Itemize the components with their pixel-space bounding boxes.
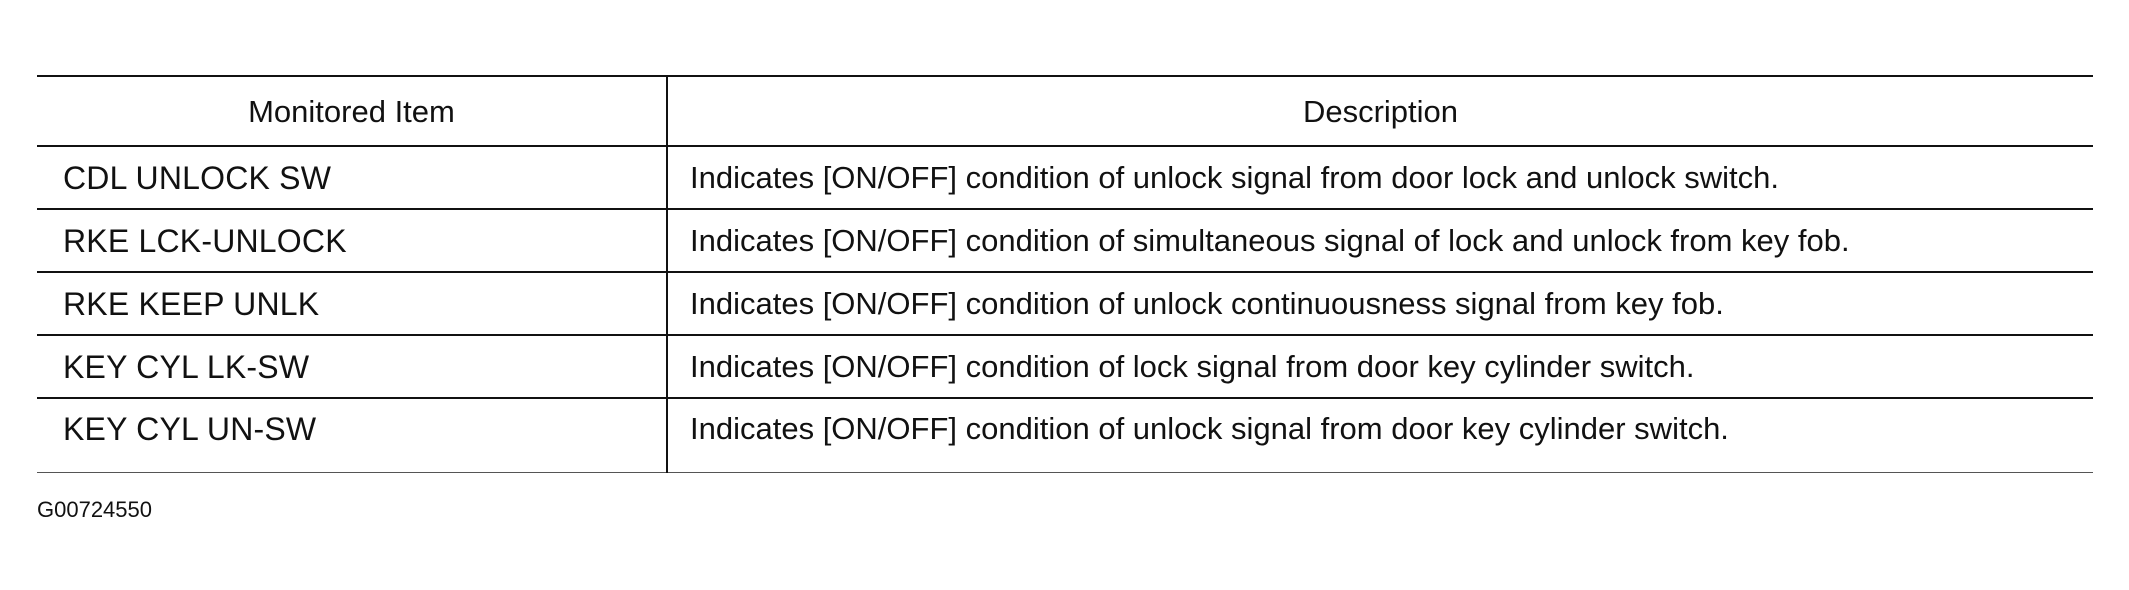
monitored-item-cell: RKE LCK-UNLOCK (37, 209, 668, 273)
monitored-item-cell: KEY CYL UN-SW (37, 398, 668, 473)
description-cell: Indicates [ON/OFF] condition of unlock c… (667, 272, 2093, 336)
table-row: CDL UNLOCK SW Indicates [ON/OFF] conditi… (37, 146, 2093, 210)
description-cell: Indicates [ON/OFF] condition of simultan… (667, 209, 2093, 273)
description-cell: Indicates [ON/OFF] condition of lock sig… (667, 335, 2093, 399)
table-row: KEY CYL LK-SW Indicates [ON/OFF] conditi… (37, 335, 2093, 399)
description-cell: Indicates [ON/OFF] condition of unlock s… (667, 398, 2093, 473)
table-row: KEY CYL UN-SW Indicates [ON/OFF] conditi… (37, 398, 2093, 473)
header-monitored-item: Monitored Item (37, 75, 668, 147)
monitored-item-cell: KEY CYL LK-SW (37, 335, 668, 399)
table-row: RKE LCK-UNLOCK Indicates [ON/OFF] condit… (37, 209, 2093, 273)
monitored-item-cell: RKE KEEP UNLK (37, 272, 668, 336)
table-row: RKE KEEP UNLK Indicates [ON/OFF] conditi… (37, 272, 2093, 336)
table-header-row: Monitored Item Description (37, 75, 2093, 147)
figure-id: G00724550 (37, 497, 152, 522)
monitor-table: Monitored Item Description CDL UNLOCK SW… (37, 75, 2093, 473)
monitor-table-container: Monitored Item Description CDL UNLOCK SW… (37, 75, 2093, 473)
header-description: Description (667, 75, 2093, 147)
monitored-item-cell: CDL UNLOCK SW (37, 146, 668, 210)
description-cell: Indicates [ON/OFF] condition of unlock s… (667, 146, 2093, 210)
